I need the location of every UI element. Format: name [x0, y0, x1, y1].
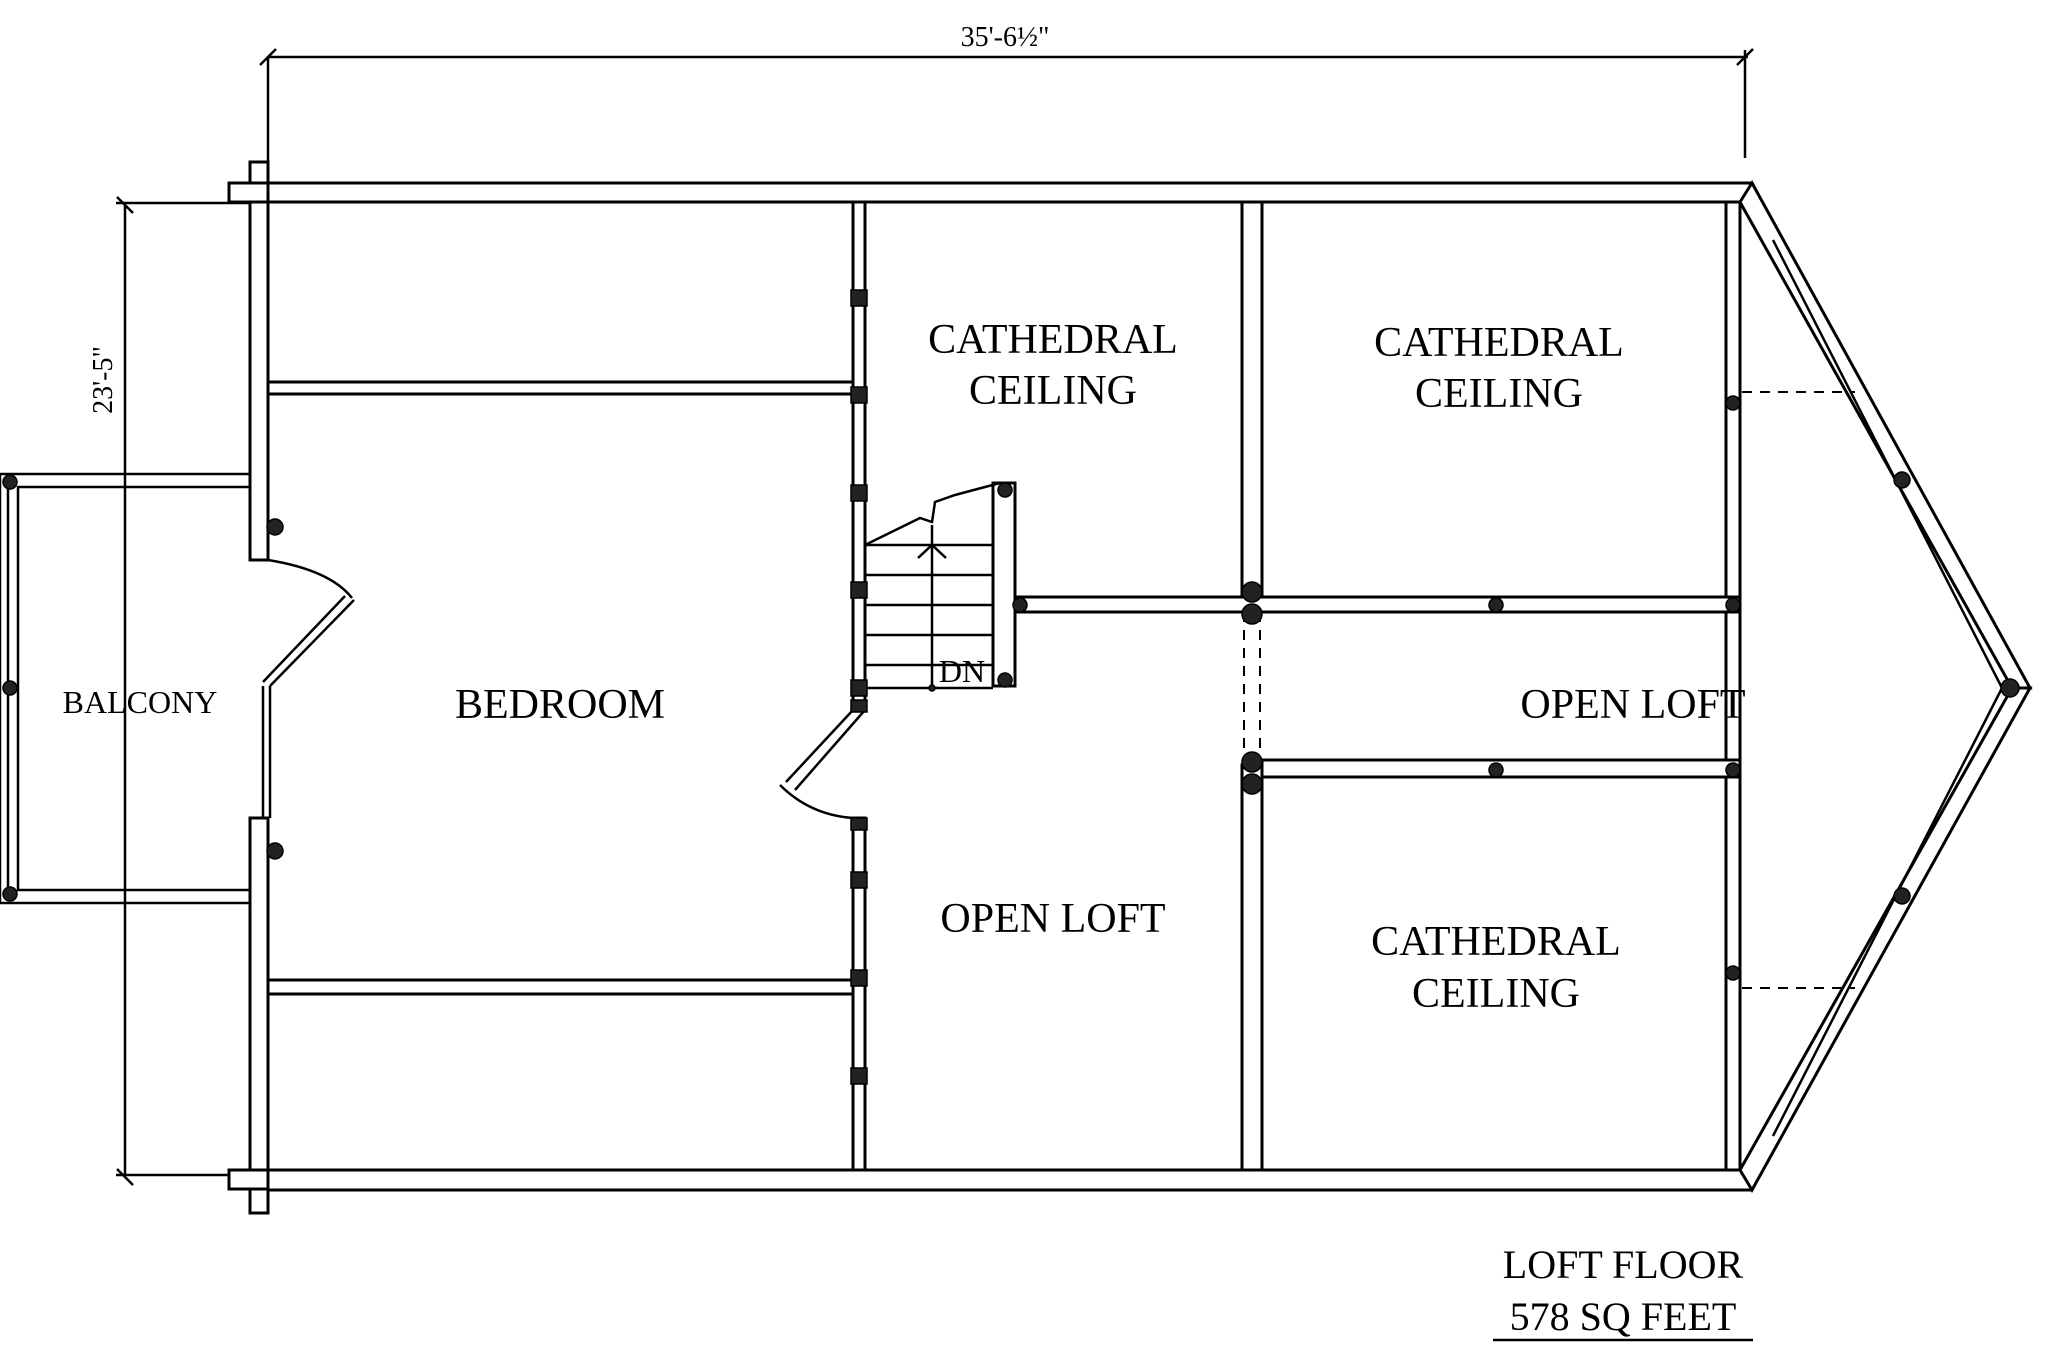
- room-label-cathedral-ceiling-2-line2: CEILING: [1415, 371, 1583, 417]
- outer-walls: [227, 160, 2033, 1215]
- room-label-open-loft-center: OPEN LOFT: [940, 896, 1165, 942]
- plan-area: 578 SQ FEET: [1510, 1294, 1737, 1339]
- interior-walls: [266, 200, 1855, 1172]
- dimension-depth-label: 23'-5": [88, 346, 119, 414]
- room-label-balcony: BALCONY: [63, 684, 218, 720]
- room-label-cathedral-ceiling-3-line2: CEILING: [1412, 971, 1580, 1017]
- posts: [2, 289, 2020, 1085]
- balcony-door: [261, 558, 355, 818]
- room-label-cathedral-ceiling-1-line2: CEILING: [969, 368, 1137, 414]
- room-label-cathedral-ceiling-2-line1: CATHEDRAL: [1374, 320, 1624, 366]
- room-label-cathedral-ceiling-3-line1: CATHEDRAL: [1371, 919, 1621, 965]
- room-label-bedroom: BEDROOM: [455, 682, 665, 728]
- room-label-open-loft-right: OPEN LOFT: [1520, 682, 1745, 728]
- dimension-width-label: 35'-6½": [961, 22, 1050, 53]
- plan-title: LOFT FLOOR: [1503, 1242, 1744, 1287]
- stairs-down-label: DN: [939, 653, 985, 689]
- bedroom-door: [779, 709, 866, 820]
- dimension-width: [259, 48, 1754, 165]
- room-label-cathedral-ceiling-1-line1: CATHEDRAL: [928, 317, 1178, 363]
